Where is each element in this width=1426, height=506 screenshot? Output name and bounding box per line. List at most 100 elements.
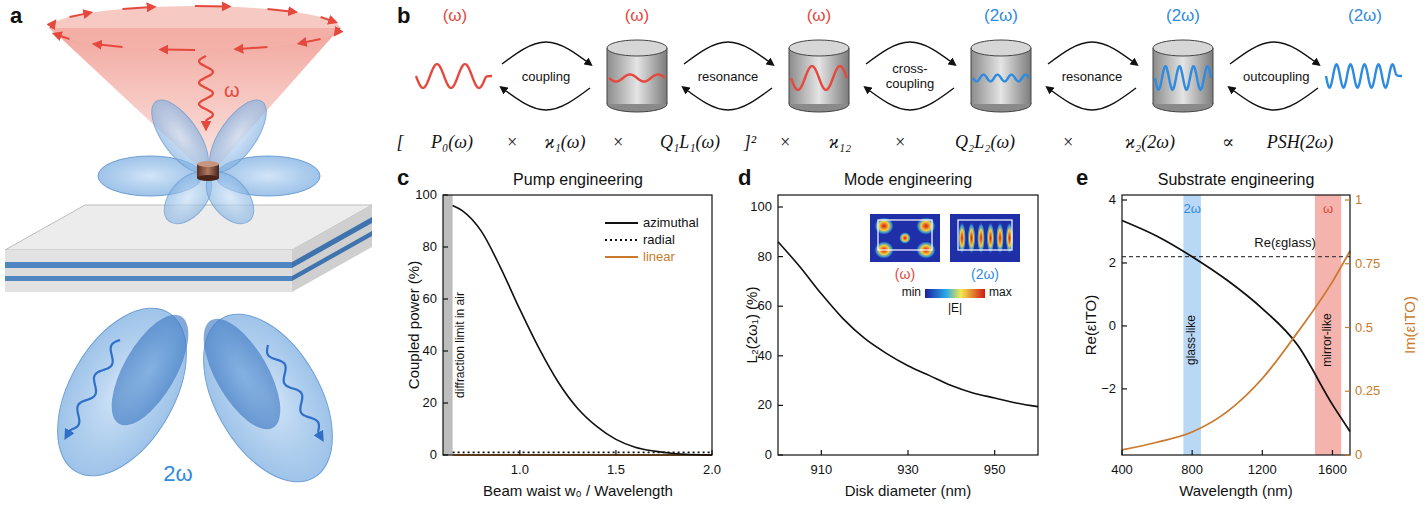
legend-label: radial (643, 233, 675, 248)
tick-label: 0.25 (1355, 384, 1380, 399)
stage-drawing (774, 34, 864, 118)
polarization-arrow (321, 17, 334, 21)
axis-tick (443, 298, 448, 299)
axis-tick (778, 256, 783, 257)
polarization-arrow (337, 28, 340, 33)
wave (416, 64, 492, 88)
pump-wave (199, 56, 213, 126)
tick-label: 1.0 (511, 463, 529, 478)
stage-drawing (592, 34, 682, 118)
panel-title: Substrate engineering (1158, 171, 1315, 189)
legend-sample (605, 222, 638, 224)
panel-letter: c (397, 165, 409, 190)
cycle-arc (1230, 88, 1318, 110)
formula-term: ∝ (1222, 132, 1234, 153)
tick-label: 2 (1109, 255, 1116, 270)
annotation: Re(εglass) (1254, 236, 1315, 251)
axis-title: Re(εITO) (1082, 295, 1099, 356)
axis-tick (615, 450, 616, 455)
frequency-heading: (ω) (410, 6, 500, 26)
panel-a-illustration (5, 6, 372, 504)
frequency-label: 2ω (163, 461, 192, 486)
diffraction-band (443, 195, 453, 455)
formula-term: ϰ₁₂ (829, 132, 852, 153)
panel-title: Mode engineering (844, 171, 972, 189)
imag-permittivity-curve (1122, 251, 1350, 450)
tick-label: 930 (897, 463, 919, 478)
stage-node: (ω) (592, 6, 682, 118)
edge-label: resonance (1061, 69, 1124, 84)
polarization-arrow (57, 35, 70, 39)
overlap-curve (778, 242, 1038, 407)
emission-lobe (141, 91, 219, 180)
axis-tick (778, 405, 783, 406)
formula-term: ϰ₂(2ω) (1125, 132, 1175, 153)
formula-term: × (779, 132, 791, 153)
chart-pump (443, 195, 712, 455)
nanodisk (197, 161, 219, 167)
edge-label: coupling (521, 69, 571, 84)
formula-term: × (894, 132, 906, 153)
tick-label: 0 (1355, 448, 1362, 463)
field-map-inset (870, 214, 940, 262)
axis-title: Disk diameter (nm) (845, 482, 972, 499)
plot-frame (778, 195, 1038, 455)
frequency-heading: (ω) (592, 6, 682, 26)
field-hotspot (996, 222, 1004, 254)
mode-wave (609, 75, 665, 82)
axis-tick (1345, 327, 1350, 328)
edge-label: resonance (697, 69, 760, 84)
stage-drawing (410, 34, 500, 118)
resonator-cylinder (607, 40, 667, 56)
tick-label: 60 (758, 299, 772, 314)
field-hotspot (987, 222, 995, 254)
axis-title: Wavelength (nm) (1179, 482, 1293, 499)
axis-tick (1345, 263, 1350, 264)
tick-label: 1200 (1248, 463, 1277, 478)
axis-tick (1122, 262, 1127, 263)
axis-tick (821, 450, 822, 455)
stage-drawing (1138, 34, 1228, 118)
axis-tick (778, 355, 783, 356)
substrate-layer (5, 268, 292, 276)
band-label: 2ω (1183, 202, 1200, 217)
band-label: mirror-like (1321, 313, 1335, 366)
formula-term: PSH(2ω) (1267, 132, 1334, 153)
tick-label: 80 (423, 240, 437, 255)
stage-drawing (956, 34, 1046, 118)
tick-label: 910 (810, 463, 832, 478)
emission-lobe (197, 163, 263, 232)
substrate-layer (5, 250, 292, 262)
frequency-heading: (2ω) (1138, 6, 1228, 26)
chart-mode (778, 195, 1038, 455)
tick-label: 0 (765, 448, 772, 463)
formula-term: ϰ₁(ω) (544, 132, 585, 153)
mirror-layer (5, 276, 292, 281)
axis-tick (1192, 450, 1193, 455)
edge-label: cross- coupling (878, 61, 942, 91)
axis-tick (778, 306, 783, 307)
annotation: diffraction limit in air (454, 292, 468, 398)
mirror-band (1315, 195, 1341, 455)
axis-tick (443, 402, 448, 403)
legend-sample (605, 256, 638, 258)
plot-frame (443, 195, 712, 455)
tick-label: 80 (758, 249, 772, 264)
emission-lobe (96, 303, 203, 436)
legend-label: linear (643, 250, 675, 265)
tick-label: 1600 (1318, 463, 1347, 478)
cycle-arc (684, 88, 772, 110)
resonator-cylinder (789, 40, 849, 56)
tick-label: 20 (758, 398, 772, 413)
panel-letter: a (10, 3, 22, 28)
process-arrow (1230, 42, 1318, 64)
polarization-arrow (163, 48, 195, 51)
tick-label: 60 (423, 292, 437, 307)
plot-frame (1122, 195, 1350, 455)
axis-tick (1122, 325, 1127, 326)
cycle-arc (866, 88, 954, 110)
axis-tick (1345, 199, 1350, 200)
inset-label: (2ω) (971, 266, 999, 282)
tick-label: 2.0 (703, 463, 721, 478)
tick-label: 0.5 (1355, 320, 1373, 335)
